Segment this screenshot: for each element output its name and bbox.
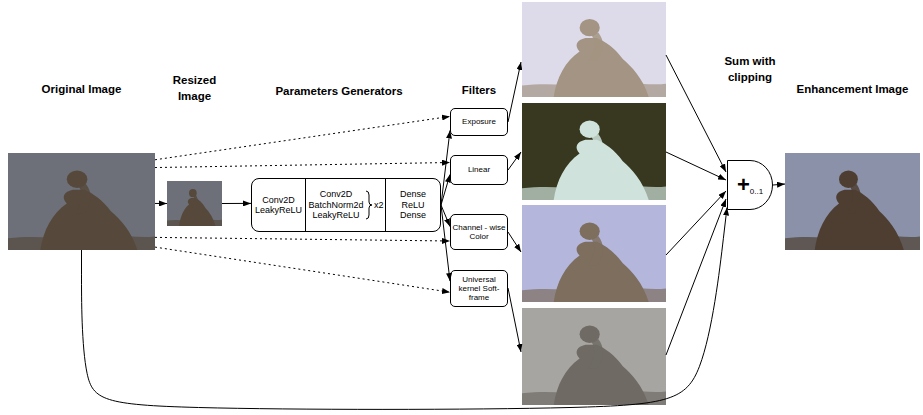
layer-block: Conv2D BatchNorm2d LeakyReLU x2 [306,179,386,231]
node-label: + [737,174,750,196]
filter-box: Linear [450,155,508,185]
photo [522,308,666,405]
statue [522,222,666,302]
arrow [441,130,450,205]
node-label: Universal kernel Soft-frame [451,275,507,303]
photo [167,181,222,226]
statue [167,189,222,226]
sum-outline [728,161,773,210]
statue [785,170,920,250]
arrow [155,203,167,204]
node-body: Conv2D LeakyReLU [252,179,305,231]
image-node: Resized Image [167,181,222,226]
node-body: +0..1 [727,160,773,210]
image-node: Original Image [8,153,155,250]
photo-sky [522,2,666,97]
statue [522,325,666,405]
photo-sky [167,181,222,226]
node-content: Exposure [451,117,507,126]
node-body: Universal kernel Soft-frame [451,271,507,306]
layer-block: Dense ReLU Dense [386,179,440,231]
dotted-arrow [155,116,450,159]
dotted-arrow [155,247,450,292]
node-content: Dense ReLU Dense [396,189,430,220]
parameter-generator-box: Parameters GeneratorsConv2D LeakyReLUCon… [251,178,441,232]
node-content: Conv2D LeakyReLU [253,195,305,216]
statue [8,170,155,250]
node-heading: Resized Image [157,73,232,104]
repeat-brace [366,191,372,219]
sum-node: Sum with clipping+0..1 [727,160,773,210]
arrow [508,232,521,252]
node-label: Conv2D LeakyReLU [253,195,305,216]
node-label: 0..1 [750,187,763,196]
node-body [167,181,222,226]
node-body [8,153,155,250]
node-body: Dense ReLU Dense [386,179,440,231]
arrow [508,152,521,170]
layer-block: Conv2D LeakyReLU [252,179,306,231]
photo [8,153,155,250]
photo-sky [522,308,666,405]
node-body: Channel - wise Color [451,215,507,249]
arrow [508,62,521,122]
node-body: Conv2D BatchNorm2d LeakyReLU x2 [306,179,385,231]
node-label: Conv2D BatchNorm2d LeakyReLU [308,189,364,220]
statue [522,120,666,200]
node-heading: Sum with clipping [715,54,785,85]
photo [522,205,666,302]
photo-sky [522,205,666,302]
arrow [82,208,728,410]
filter-box: Exposure [450,108,508,136]
photo [522,103,666,200]
node-label: Channel - wise Color [451,223,507,241]
arrow [666,152,726,180]
node-content: Universal kernel Soft-frame [451,275,507,303]
arrow [666,199,726,355]
node-body [785,153,920,250]
node-content: Linear [451,165,507,174]
filter-box: Channel - wise Color [450,214,508,250]
node-label: Dense ReLU Dense [396,189,430,220]
arrow [441,205,450,281]
arrow [508,288,521,352]
arrow [441,175,450,206]
statue [522,19,666,97]
node-heading: Parameters Generators [244,84,434,100]
arrow [222,203,251,204]
node-content: Channel - wise Color [451,223,507,241]
node-content: +0..1 [737,173,763,196]
image-node: Enhancement Image [785,153,920,250]
arrow [773,184,785,186]
sum-shape [727,160,773,210]
dotted-arrow [155,163,450,168]
photo [522,2,666,97]
node-label: x2 [374,200,384,210]
node-heading: Enhancement Image [785,82,920,98]
photo [785,153,920,250]
node-content: Conv2D BatchNorm2d LeakyReLU x2 [308,189,384,220]
node-label: Linear [451,165,507,174]
filter-box: Universal kernel Soft-frame [450,270,508,307]
photo-sky [522,103,666,200]
node-body: Exposure [451,109,507,135]
arrow [666,55,726,172]
photo-sky [8,153,155,250]
photo-sky [785,153,920,250]
column-heading: Filters [450,83,508,99]
node-label: Exposure [451,117,507,126]
node-body: Linear [451,156,507,184]
node-heading: Original Image [8,82,155,98]
dotted-arrow [155,237,450,241]
